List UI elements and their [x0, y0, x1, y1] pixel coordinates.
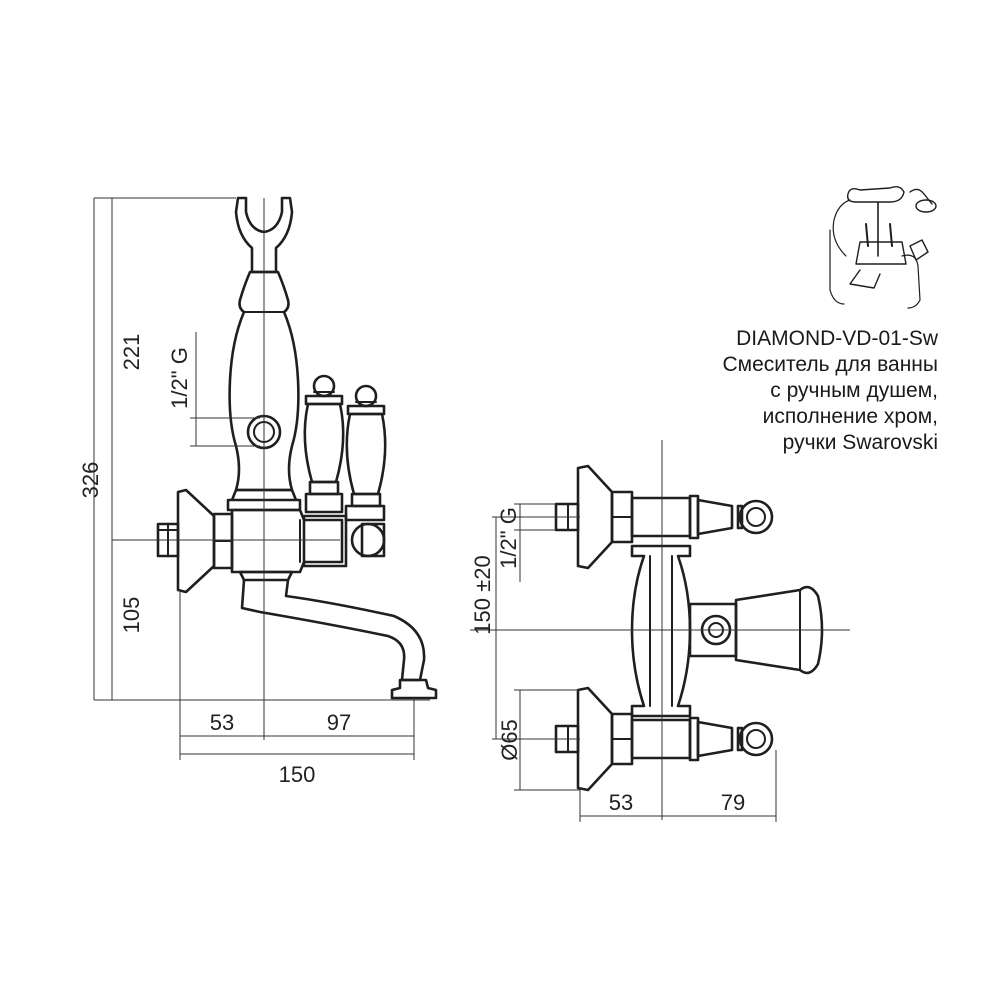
center-column: [630, 544, 692, 718]
upper-flange: [576, 464, 614, 570]
dim-side-left-width: 53: [210, 710, 234, 735]
dim-top-left-width: 53: [609, 790, 633, 815]
wall-flange: [176, 488, 216, 594]
product-description-line-2: с ручным душем,: [770, 379, 938, 402]
dim-total-height: 326: [78, 462, 103, 499]
dim-side-total-width: 150: [279, 762, 316, 787]
dim-top-center-distance: 150 ±20: [470, 555, 495, 634]
side-view: [93, 196, 438, 760]
spout-top-view: [734, 585, 824, 675]
dim-side-right-width: 97: [327, 710, 351, 735]
handle-hot: [303, 374, 345, 514]
product-thumbnail: [829, 185, 937, 309]
dim-top-thread: 1/2" G: [496, 507, 521, 569]
product-info: DIAMOND-VD-01-Sw Смеситель для ванны с р…: [722, 326, 938, 456]
mixer-body: [230, 508, 344, 574]
shower-holder-hook: [234, 196, 294, 274]
dim-lower-height: 105: [119, 597, 144, 634]
dim-top-diameter: Ø65: [497, 719, 522, 761]
dim-side-thread: 1/2" G: [167, 347, 192, 409]
lower-valve-knob: [738, 721, 774, 757]
upper-valve-knob: [738, 499, 774, 535]
handle-cold: [344, 384, 387, 558]
lower-flange: [576, 686, 614, 792]
product-description-line-3: исполнение хром,: [762, 405, 938, 428]
product-model: DIAMOND-VD-01-Sw: [736, 327, 938, 350]
product-description-line-4: ручки Swarovski: [782, 431, 938, 454]
bath-spout: [238, 570, 294, 582]
product-description-line-1: Смеситель для ванны: [722, 353, 938, 376]
top-view: [470, 440, 850, 822]
dim-top-right-width: 79: [721, 790, 745, 815]
dim-upper-height: 221: [119, 334, 144, 371]
wall-connector: [156, 522, 180, 558]
spout-outlet: [390, 678, 438, 700]
